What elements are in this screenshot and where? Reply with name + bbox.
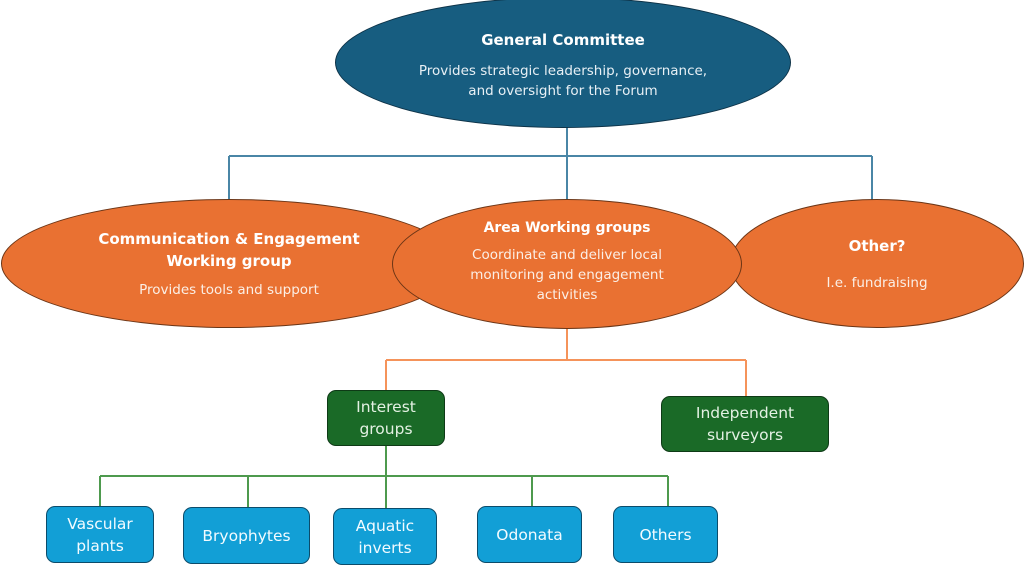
independent-surveyors-label-1: Independent: [695, 404, 795, 422]
independent-surveyors-label-2: surveyors: [706, 426, 784, 444]
general-committee-title: General Committee: [481, 30, 645, 49]
comms-engagement-desc: Provides tools and support: [139, 281, 319, 298]
general-committee-node: General Committee Provides strategic lea…: [335, 0, 791, 128]
vascular-plants-label-1: Vascular: [67, 514, 133, 533]
other-desc: I.e. fundraising: [826, 274, 928, 291]
area-working-groups-title: Area Working groups: [483, 220, 651, 236]
aquatic-inverts-label-1: Aquatic: [355, 516, 415, 535]
interest-groups-label-2: groups: [359, 420, 413, 438]
interest-groups-label-1: Interest: [356, 398, 416, 416]
area-working-groups-desc-2: monitoring and engagement: [470, 267, 664, 283]
other-node: Other? I.e. fundraising: [730, 199, 1024, 328]
area-working-groups-desc-3: activities: [536, 287, 598, 303]
general-committee-desc-2: and oversight for the Forum: [468, 82, 658, 99]
independent-surveyors-node: Independent surveyors: [661, 396, 829, 452]
bryophytes-label: Bryophytes: [202, 526, 291, 545]
others-label: Others: [639, 525, 692, 544]
interest-groups-node: Interest groups: [327, 390, 445, 446]
area-working-groups-desc-1: Coordinate and deliver local: [472, 247, 662, 263]
vascular-plants-label-2: plants: [76, 536, 124, 555]
general-committee-desc-1: Provides strategic leadership, governanc…: [418, 62, 708, 79]
bryophytes-node: Bryophytes: [183, 507, 310, 564]
aquatic-inverts-node: Aquatic inverts: [333, 508, 437, 565]
aquatic-inverts-label-2: inverts: [358, 538, 412, 557]
comms-engagement-title-2: Working group: [166, 251, 292, 270]
odonata-label: Odonata: [496, 525, 563, 544]
odonata-node: Odonata: [477, 506, 582, 563]
interest-connectors: [99, 445, 669, 508]
other-title: Other?: [848, 236, 906, 255]
area-working-groups-node: Area Working groups Coordinate and deliv…: [392, 199, 742, 329]
comms-engagement-node: Communication & Engagement Working group…: [1, 199, 457, 328]
vascular-plants-node: Vascular plants: [46, 506, 154, 563]
committee-connectors: [228, 126, 873, 202]
others-node: Others: [613, 506, 718, 563]
comms-engagement-title-1: Communication & Engagement: [98, 229, 360, 248]
area-connectors: [385, 326, 747, 397]
